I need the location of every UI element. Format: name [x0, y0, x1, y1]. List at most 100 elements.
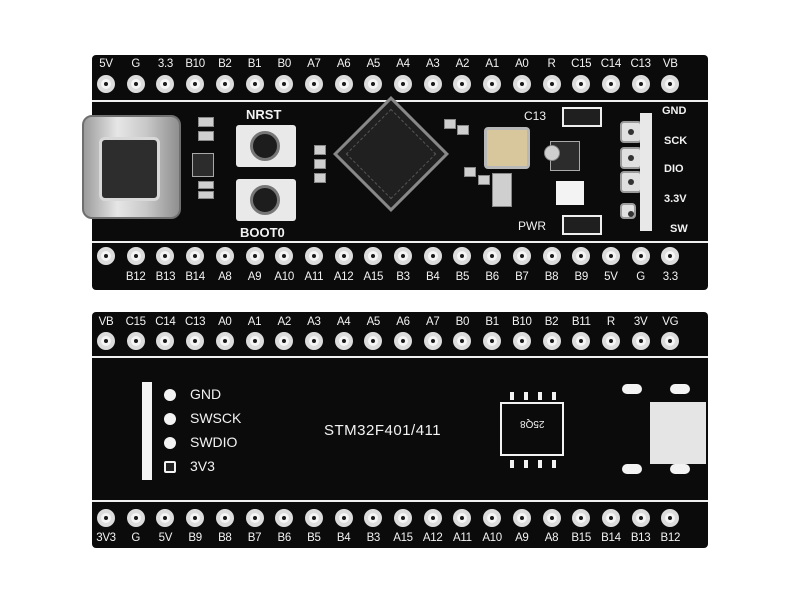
pin-label: B9 [574, 271, 588, 283]
pin-label: C13 [184, 316, 206, 328]
pin-label: B12 [125, 271, 146, 283]
header-pin [304, 75, 323, 93]
header-pin [275, 247, 294, 265]
c13-led [562, 107, 602, 127]
header-pin [97, 75, 115, 93]
header-pin [215, 332, 234, 350]
swd-pad [164, 413, 176, 425]
pin-label: 5V [158, 532, 173, 544]
pin-label: 3.3 [157, 58, 173, 70]
header-pin [156, 509, 175, 527]
header-pin [512, 332, 531, 350]
pin-label: A2 [277, 316, 291, 328]
header-pin [215, 509, 234, 527]
swd-header-outline [640, 113, 652, 231]
capacitor [444, 119, 456, 129]
pin-label: B7 [515, 271, 529, 283]
pin-label: A2 [455, 58, 470, 70]
header-pin [483, 509, 502, 527]
flash-chip-footprint: 25Q8 [500, 392, 564, 468]
header-pin [126, 75, 145, 93]
pin-label: C13 [630, 58, 651, 70]
pin-label: B11 [571, 316, 591, 328]
header-pin [394, 75, 412, 93]
pin-label: A0 [515, 58, 529, 70]
header-pin [334, 509, 353, 527]
pin-label: B0 [277, 58, 291, 70]
header-pin [453, 509, 472, 527]
header-pin [364, 332, 383, 350]
header-pin [394, 509, 412, 527]
pin-label: B8 [544, 271, 559, 283]
pwr-led-label: PWR [518, 219, 546, 233]
pin-label: B2 [544, 316, 559, 328]
capacitor [198, 181, 214, 189]
header-pin [601, 75, 620, 93]
header-pin [572, 332, 591, 350]
header-pin [483, 332, 502, 350]
header-pin [661, 332, 680, 350]
gnd-label: GND [190, 386, 222, 402]
white-pad [556, 181, 584, 205]
pin-label: B8 [218, 532, 232, 544]
capacitor [314, 145, 326, 155]
header-pin [453, 332, 472, 350]
pin-label: A6 [336, 58, 351, 70]
pin-label: B0 [455, 316, 470, 328]
header-pin [542, 75, 561, 93]
pin-label: A6 [396, 316, 410, 328]
header-pin [483, 75, 502, 93]
pin-label: A0 [218, 316, 232, 328]
pin-label: VB [98, 316, 114, 328]
header-pin [245, 247, 264, 265]
header-pin [215, 247, 234, 265]
pin-label: C15 [125, 316, 147, 328]
pin-label: A15 [393, 532, 413, 544]
pin-label: B13 [155, 271, 176, 283]
pin-label: A12 [333, 271, 354, 283]
header-pin [245, 332, 264, 350]
header-pin [97, 509, 115, 527]
header-pin [364, 75, 383, 93]
pin-label: B1 [247, 58, 262, 70]
pin-label: A12 [422, 532, 443, 544]
pin-label: A7 [425, 316, 440, 328]
pin-label: 3V3 [96, 532, 116, 544]
header-pin [453, 75, 472, 93]
bottom-header-pin-row [92, 247, 708, 273]
header-pin [304, 509, 323, 527]
pin-label: A8 [218, 271, 232, 283]
pin-label: A10 [274, 271, 294, 283]
header-pin [156, 332, 175, 350]
swd-header-outline [142, 382, 152, 480]
pin-label: A4 [396, 58, 410, 70]
swd-pad [164, 437, 176, 449]
resistor [198, 131, 214, 141]
pwr-led [562, 215, 602, 235]
boot0-button[interactable] [236, 179, 296, 221]
header-pin [364, 509, 383, 527]
header-pin [156, 75, 175, 93]
header-pin [453, 247, 472, 265]
pin-label: R [606, 316, 615, 328]
header-pin [661, 247, 680, 265]
swsck-label: SWSCK [190, 410, 242, 426]
nrst-label: NRST [246, 107, 282, 122]
header-pin [334, 332, 353, 350]
pin-label: A1 [485, 58, 499, 70]
pin-label: B3 [366, 532, 381, 544]
capacitor [314, 159, 326, 169]
swd-pin-pad [620, 147, 642, 169]
pin-label: B5 [455, 271, 470, 283]
header-pin [661, 509, 680, 527]
reset-button[interactable] [236, 125, 296, 167]
header-pin [542, 247, 561, 265]
pin-label: A5 [366, 58, 381, 70]
pin-label: A1 [247, 316, 262, 328]
header-pin [423, 247, 442, 265]
header-pin [631, 509, 650, 527]
swd-pin-pad [620, 171, 642, 193]
